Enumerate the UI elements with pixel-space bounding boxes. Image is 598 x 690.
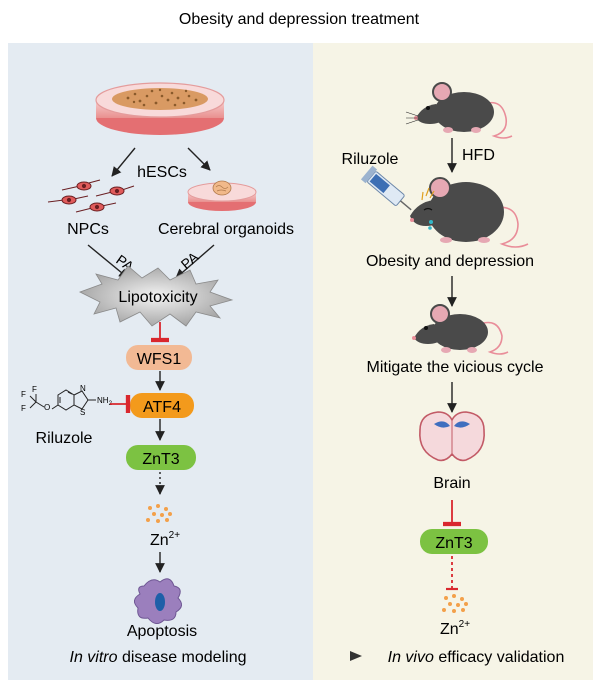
organoids-label: Cerebral organoids: [158, 221, 294, 238]
svg-text:O: O: [44, 403, 50, 412]
wfs1-node: [126, 345, 192, 370]
svg-text:F: F: [32, 385, 37, 394]
znt3-node-right: [420, 529, 488, 554]
znt3-node-left: [126, 445, 196, 470]
zinc-ions-icon: [146, 504, 172, 523]
syringe-icon: [360, 165, 412, 211]
zinc-label-right: Zn2+: [440, 619, 470, 638]
brain-label: Brain: [433, 475, 470, 492]
left-riluzole-label: Riluzole: [36, 430, 93, 447]
svg-text:S: S: [80, 408, 85, 417]
right-riluzole-label: Riluzole: [342, 151, 399, 168]
figure-title: Obesity and depression treatment: [179, 11, 420, 28]
znt3-label-left: ZnT3: [142, 451, 179, 468]
wfs1-label: WFS1: [137, 351, 182, 368]
left-caption: In vitro disease modeling: [70, 649, 247, 666]
mouse-icon: [405, 82, 513, 139]
riluzole-molecule-icon: [29, 389, 96, 411]
lipotoxicity-burst-icon: [78, 265, 234, 327]
apoptotic-cell-icon: [134, 578, 182, 624]
petri-dish-icon: [95, 82, 225, 135]
right-caption: In vivo efficacy validation: [388, 649, 565, 666]
zinc-label-left: Zn2+: [150, 530, 180, 549]
healed-mouse-icon: [412, 304, 509, 355]
hfd-label: HFD: [462, 147, 495, 164]
atf4-label: ATF4: [143, 399, 181, 416]
obesity-label: Obesity and depression: [366, 253, 534, 270]
right-panel: [313, 43, 593, 680]
neural-progenitor-cells-icon: [47, 179, 135, 213]
brain-slice-icon: [419, 411, 485, 462]
mitigate-label: Mitigate the vicious cycle: [367, 359, 544, 376]
znt3-label-right: ZnT3: [435, 535, 472, 552]
svg-text:N: N: [80, 384, 86, 393]
zinc-ions-icon: [442, 594, 468, 613]
organoid-dish-icon: [187, 180, 257, 211]
apoptosis-label: Apoptosis: [127, 623, 197, 640]
atf4-node: [130, 393, 194, 418]
lipotoxicity-label: Lipotoxicity: [118, 289, 197, 306]
obese-mouse-icon: [410, 177, 529, 248]
svg-text:F: F: [21, 404, 26, 413]
svg-text:F: F: [21, 390, 26, 399]
hescs-label: hESCs: [137, 164, 187, 181]
npcs-label: NPCs: [67, 221, 109, 238]
